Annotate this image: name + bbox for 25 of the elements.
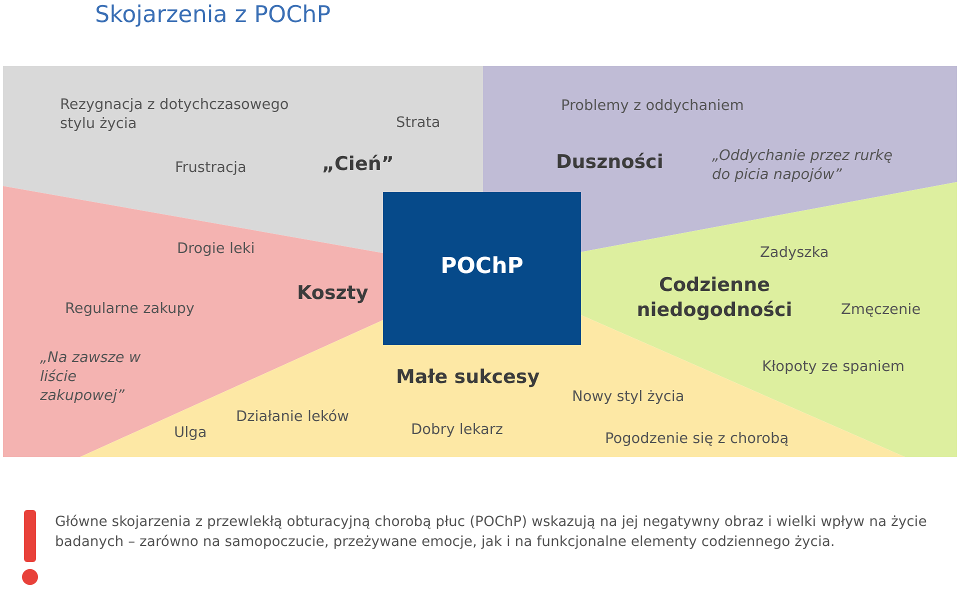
- association-text: Strata: [396, 114, 440, 133]
- category-heading: Codzienne niedogodności: [636, 273, 794, 322]
- center-box: [383, 192, 581, 345]
- association-text: Nowy styl życia: [572, 388, 684, 407]
- association-text: Regularne zakupy: [65, 300, 195, 319]
- category-heading: Duszności: [556, 150, 664, 175]
- quote-text: „Na zawsze w liście zakupowej”: [40, 349, 142, 406]
- association-text: Zmęczenie: [841, 301, 921, 320]
- note-text: Główne skojarzenia z przewlekłą obturacyjną chorobą płuc (POChP) wskazują na jej negatywny obraz i wielki wpływ na życie badanych – zarówno na samopoczucie, przeżywane emocje, jak i na funkcjonalne elementy codziennego życia.: [55, 513, 928, 552]
- association-text: Ulga: [174, 424, 207, 443]
- association-text: Frustracja: [175, 159, 246, 178]
- association-text: Drogie leki: [177, 240, 255, 259]
- association-text: Kłopoty ze spaniem: [762, 358, 905, 377]
- category-heading: „Cień”: [322, 152, 394, 177]
- association-text: Problemy z oddychaniem: [561, 97, 744, 116]
- title: Skojarzenia z POChP: [95, 2, 331, 28]
- association-text: Zadyszka: [760, 244, 829, 263]
- association-text: Działanie leków: [236, 408, 350, 427]
- category-heading: Koszty: [297, 281, 368, 306]
- center-label: POChP: [440, 254, 524, 279]
- association-text: Rezygnacja z dotychczasowego stylu życia: [60, 96, 290, 134]
- category-heading: Małe sukcesy: [396, 365, 540, 390]
- association-text: Pogodzenie się z chorobą: [605, 430, 789, 449]
- quote-text: „Oddychanie przez rurkę do picia napojów”: [712, 147, 894, 185]
- association-text: Dobry lekarz: [411, 421, 503, 440]
